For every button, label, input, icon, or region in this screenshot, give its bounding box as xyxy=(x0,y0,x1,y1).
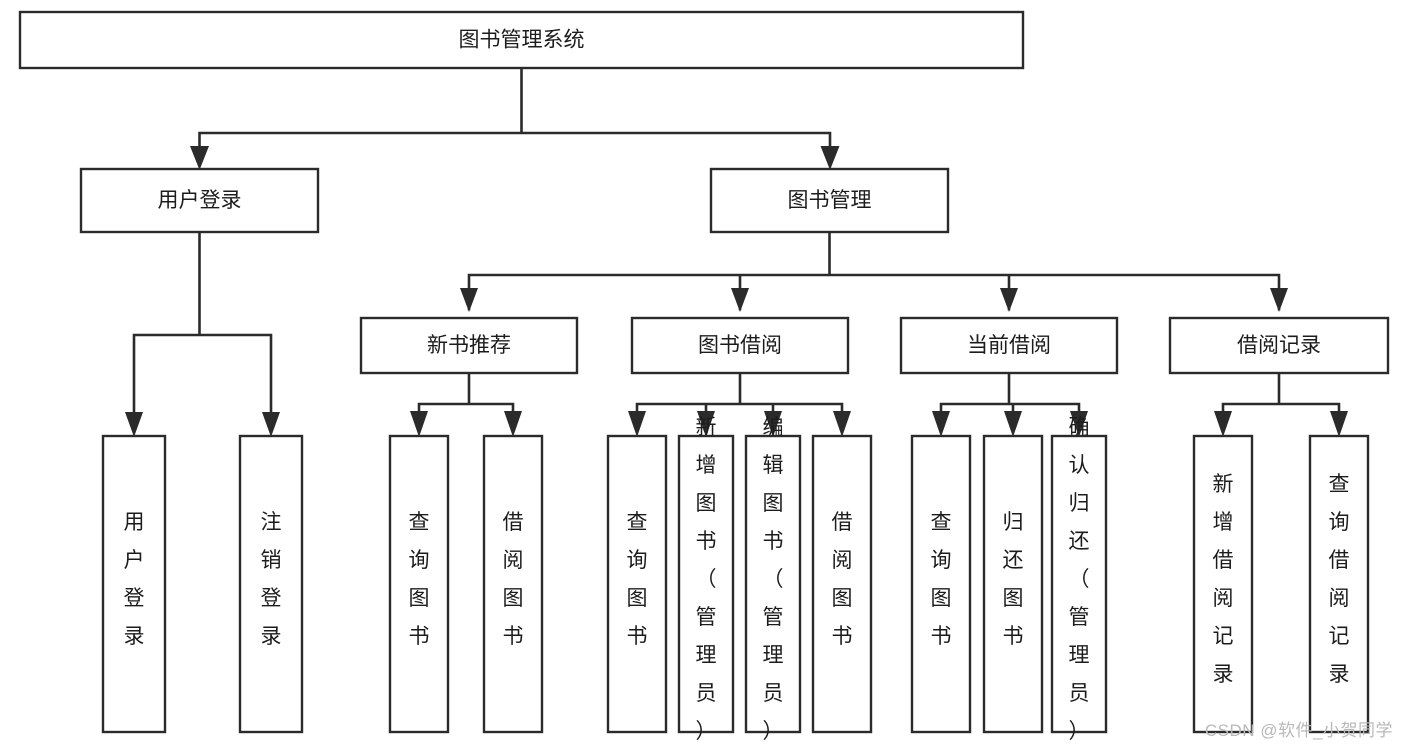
node-borrow-record[interactable]: 借阅记录 xyxy=(1168,316,1390,375)
node-label-leaf-add-book: 新增图书（管理员） xyxy=(696,416,717,743)
node-label-leaf-user-login: 用户登录 xyxy=(124,511,145,648)
node-label-root: 图书管理系统 xyxy=(459,29,585,52)
node-leaf-return-book[interactable]: 归还图书 xyxy=(982,434,1044,734)
connector-bookmanage-to-level3-bus xyxy=(467,230,1281,311)
arrow-head-icon xyxy=(1000,288,1018,312)
node-box-leaf-confirm-return[interactable] xyxy=(1050,434,1108,734)
node-root[interactable]: 图书管理系统 xyxy=(18,10,1025,70)
node-leaf-query-book-1[interactable]: 查询图书 xyxy=(388,434,450,734)
arrow-head-icon xyxy=(1214,411,1232,437)
node-leaf-add-book[interactable]: 新增图书（管理员） xyxy=(677,416,735,743)
node-leaf-query-book-3[interactable]: 查询图书 xyxy=(910,434,972,734)
node-new-book-recommend[interactable]: 新书推荐 xyxy=(359,316,579,375)
node-label-leaf-query-book-2: 查询图书 xyxy=(627,511,648,648)
arrow-head-icon xyxy=(190,146,209,170)
watermark-text: CSDN @软件_小贺同学 xyxy=(1204,721,1393,740)
arrow-head-icon xyxy=(460,288,478,312)
node-box-leaf-user-login[interactable] xyxy=(101,434,167,734)
node-box-user-login[interactable] xyxy=(79,167,320,234)
arrowheads-group xyxy=(125,146,1348,437)
node-label-book-borrow: 图书借阅 xyxy=(698,334,782,357)
connector-root-to-level2-bus xyxy=(198,66,832,162)
nodes-group: 图书管理系统用户登录图书管理新书推荐图书借阅当前借阅借阅记录用户登录注销登录查询… xyxy=(18,10,1390,743)
node-label-leaf-confirm-return: 确认归还（管理员） xyxy=(1069,416,1090,743)
node-user-login[interactable]: 用户登录 xyxy=(79,167,320,234)
connector-borrowrecord-to-leaves-bus xyxy=(1221,371,1341,429)
arrow-head-icon xyxy=(820,146,840,170)
node-box-leaf-logout[interactable] xyxy=(238,434,304,734)
node-leaf-borrow-book-2[interactable]: 借阅图书 xyxy=(811,434,873,734)
arrow-head-icon xyxy=(932,411,950,437)
node-label-leaf-return-book: 归还图书 xyxy=(1003,511,1024,648)
arrow-head-icon xyxy=(833,411,851,437)
node-label-new-book-recommend: 新书推荐 xyxy=(427,334,511,357)
node-box-leaf-return-book[interactable] xyxy=(982,434,1044,734)
arrow-head-icon xyxy=(764,411,782,437)
arrow-head-icon xyxy=(262,412,280,437)
node-label-leaf-query-book-1: 查询图书 xyxy=(409,511,430,648)
node-box-leaf-query-record[interactable] xyxy=(1308,434,1370,734)
node-leaf-add-record[interactable]: 新增借阅记录 xyxy=(1192,434,1254,734)
node-leaf-edit-book[interactable]: 编辑图书（管理员） xyxy=(744,416,802,743)
node-box-current-borrow[interactable] xyxy=(899,316,1119,375)
node-leaf-confirm-return[interactable]: 确认归还（管理员） xyxy=(1050,416,1108,743)
node-leaf-borrow-book-1[interactable]: 借阅图书 xyxy=(482,434,544,734)
node-label-leaf-logout: 注销登录 xyxy=(261,511,282,648)
arrow-head-icon xyxy=(628,411,646,437)
arrow-head-icon xyxy=(1070,411,1088,437)
node-label-leaf-query-record: 查询借阅记录 xyxy=(1329,473,1350,686)
node-box-book-manage[interactable] xyxy=(709,167,950,234)
arrow-head-icon xyxy=(1270,288,1288,312)
node-label-user-login: 用户登录 xyxy=(158,189,242,212)
node-box-leaf-query-book-3[interactable] xyxy=(910,434,972,734)
node-box-leaf-add-book[interactable] xyxy=(677,434,735,734)
node-label-leaf-borrow-book-2: 借阅图书 xyxy=(832,511,853,648)
node-box-new-book-recommend[interactable] xyxy=(359,316,579,375)
node-current-borrow[interactable]: 当前借阅 xyxy=(899,316,1119,375)
arrow-head-icon xyxy=(1330,411,1348,437)
arrow-head-icon xyxy=(504,411,522,437)
node-label-leaf-add-record: 新增借阅记录 xyxy=(1213,473,1234,686)
connector-newbook-to-leaves-bus xyxy=(417,371,515,429)
node-box-leaf-edit-book[interactable] xyxy=(744,434,802,734)
node-leaf-user-login[interactable]: 用户登录 xyxy=(101,434,167,734)
node-box-leaf-query-book-2[interactable] xyxy=(606,434,668,734)
node-label-leaf-query-book-3: 查询图书 xyxy=(931,511,952,648)
arrow-head-icon xyxy=(697,411,715,437)
node-leaf-query-record[interactable]: 查询借阅记录 xyxy=(1308,434,1370,734)
node-box-borrow-record[interactable] xyxy=(1168,316,1390,375)
node-leaf-query-book-2[interactable]: 查询图书 xyxy=(606,434,668,734)
arrow-head-icon xyxy=(125,412,143,437)
connector-bookborrow-to-leaves-bus xyxy=(635,371,844,429)
node-label-book-manage: 图书管理 xyxy=(788,189,872,212)
node-box-leaf-add-record[interactable] xyxy=(1192,434,1254,734)
node-box-book-borrow[interactable] xyxy=(630,316,850,375)
arrow-head-icon xyxy=(731,288,749,312)
arrow-head-icon xyxy=(1004,411,1022,437)
node-box-leaf-borrow-book-1[interactable] xyxy=(482,434,544,734)
node-book-manage[interactable]: 图书管理 xyxy=(709,167,950,234)
node-box-leaf-borrow-book-2[interactable] xyxy=(811,434,873,734)
node-leaf-logout[interactable]: 注销登录 xyxy=(238,434,304,734)
connector-userlogin-to-leaves-bus xyxy=(132,230,273,429)
node-label-current-borrow: 当前借阅 xyxy=(967,334,1051,357)
node-box-leaf-query-book-1[interactable] xyxy=(388,434,450,734)
node-label-leaf-edit-book: 编辑图书（管理员） xyxy=(763,416,784,743)
node-book-borrow[interactable]: 图书借阅 xyxy=(630,316,850,375)
node-box-root[interactable] xyxy=(18,10,1025,70)
node-label-borrow-record: 借阅记录 xyxy=(1237,334,1321,357)
node-label-leaf-borrow-book-1: 借阅图书 xyxy=(503,511,524,648)
arrow-head-icon xyxy=(410,411,428,437)
